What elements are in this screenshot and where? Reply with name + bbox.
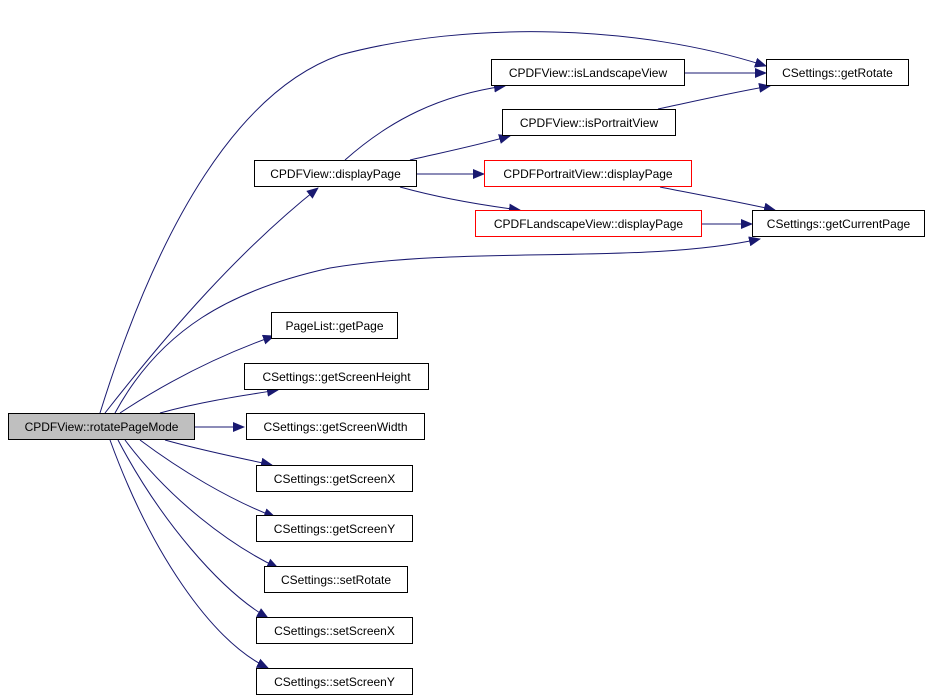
edge-root-to-getScreenY: [139, 439, 276, 518]
node-get-screen-height[interactable]: CSettings::getScreenHeight: [244, 363, 429, 390]
node-get-current-page[interactable]: CSettings::getCurrentPage: [752, 210, 925, 237]
node-set-screen-x[interactable]: CSettings::setScreenX: [256, 617, 413, 644]
edge-isPortraitView-to-getRotate: [657, 82, 771, 110]
edge-portraitDisplay-to-getCurrentPage: [659, 186, 776, 213]
edge-root-to-setScreenX: [117, 439, 269, 619]
edge-root-to-getCurrentPage: [114, 236, 761, 414]
edge-displayPage-to-isPortraitView: [409, 134, 511, 161]
edge-root-to-displayPage: [104, 187, 319, 414]
node-set-rotate[interactable]: CSettings::setRotate: [264, 566, 408, 593]
node-get-screen-y[interactable]: CSettings::getScreenY: [256, 515, 413, 542]
edge-root-to-getScreenHeight: [159, 386, 279, 414]
node-is-portrait-view[interactable]: CPDFView::isPortraitView: [502, 109, 676, 136]
node-portrait-view-display-page[interactable]: CPDFPortraitView::displayPage: [484, 160, 692, 187]
edge-root-to-setScreenY: [109, 439, 269, 669]
node-get-page[interactable]: PageList::getPage: [271, 312, 398, 339]
node-get-screen-width[interactable]: CSettings::getScreenWidth: [246, 413, 425, 440]
edge-root-to-getPage: [119, 334, 275, 414]
node-set-screen-y[interactable]: CSettings::setScreenY: [256, 668, 413, 695]
edge-displayPage-to-landscapeDisplay: [399, 186, 521, 214]
edge-displayPage-to-isLandscapeView: [344, 82, 506, 161]
edge-root-to-getRotate: [99, 31, 767, 414]
edge-root-to-getScreenX: [164, 439, 273, 468]
edge-root-to-setRotate: [124, 439, 279, 569]
node-display-page[interactable]: CPDFView::displayPage: [254, 160, 417, 187]
node-get-rotate[interactable]: CSettings::getRotate: [766, 59, 909, 86]
node-rotate-page-mode: CPDFView::rotatePageMode: [8, 413, 195, 440]
node-get-screen-x[interactable]: CSettings::getScreenX: [256, 465, 413, 492]
node-is-landscape-view[interactable]: CPDFView::isLandscapeView: [491, 59, 685, 86]
node-landscape-view-display-page[interactable]: CPDFLandscapeView::displayPage: [475, 210, 702, 237]
